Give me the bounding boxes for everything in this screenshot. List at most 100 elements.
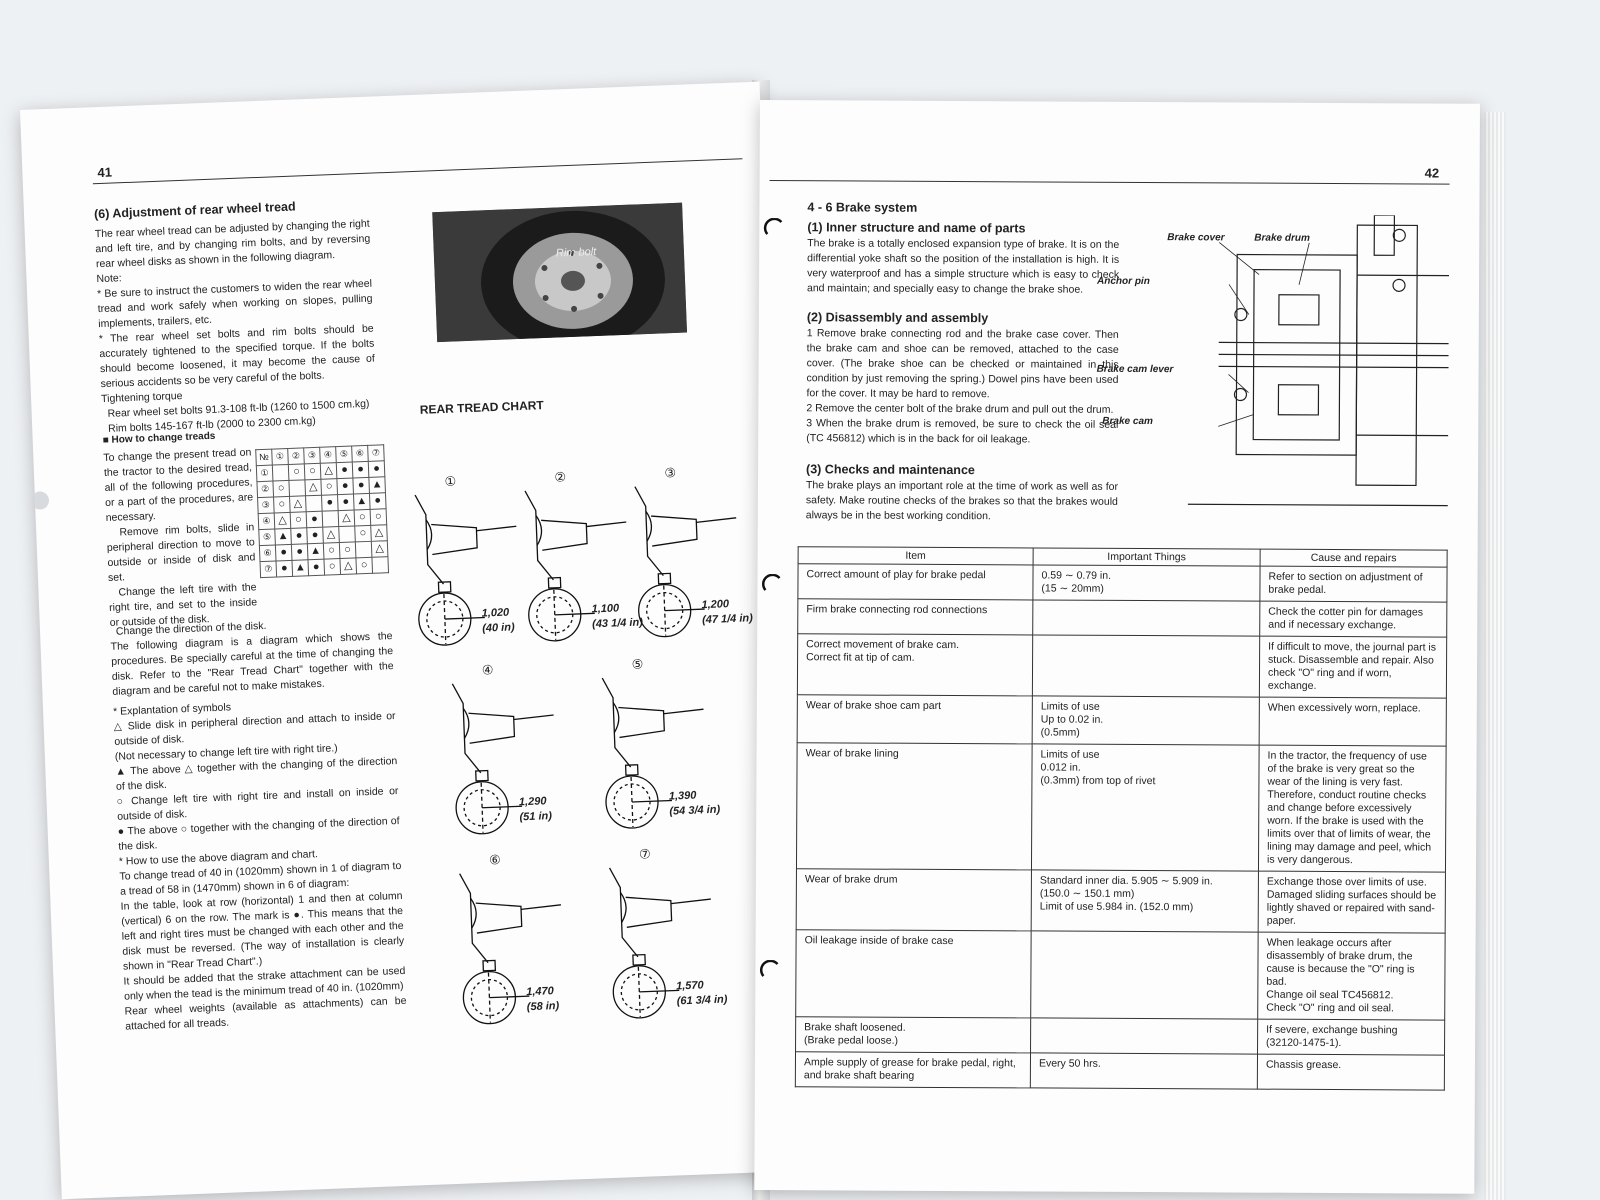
grid-cell: ○ xyxy=(273,496,291,514)
grid-cell: ● xyxy=(336,462,353,479)
grid-column-header: ① xyxy=(271,448,289,466)
subsection-title-2: (2) Disassembly and assembly xyxy=(806,310,989,326)
cell-item: Firm brake connecting rod connections xyxy=(797,598,1033,635)
cell-cause: When excessively worn, replace. xyxy=(1259,697,1447,747)
grid-cell: ● xyxy=(291,543,308,561)
how-to-text: To change the present tread on the tract… xyxy=(103,446,258,629)
grid-cell: ▲ xyxy=(274,528,292,546)
tread-dimension: 1,290(51 in) xyxy=(519,794,553,825)
grid-cell: △ xyxy=(339,557,357,575)
header-rule xyxy=(769,180,1450,185)
cell-cause: Exchange those over limits of use. Damag… xyxy=(1258,871,1446,934)
tread-number: ⑦ xyxy=(638,846,651,862)
grid-cell: ○ xyxy=(288,463,305,481)
cell-important xyxy=(1032,599,1260,637)
tread-mm: 1,290 xyxy=(518,795,547,809)
page-number-left: 41 xyxy=(97,164,113,181)
tread-diagram: ⑦ 1,570(61 3/4 in) xyxy=(599,844,728,1028)
grid-cell: ● xyxy=(321,494,339,512)
table-header-important: Important Things xyxy=(1033,547,1261,567)
table-header-cause: Cause and repairs xyxy=(1260,549,1448,568)
tread-inch: (47 1/4 in) xyxy=(701,612,754,627)
grid-cell: ● xyxy=(337,493,355,511)
cell-item: Oil leakage inside of brake case xyxy=(795,929,1032,1018)
grid-cell xyxy=(322,510,339,528)
tread-number: ④ xyxy=(481,662,494,678)
cell-cause: Refer to section on adjustment of brake … xyxy=(1259,566,1448,603)
grid-row-header: ① xyxy=(256,465,273,482)
cell-important xyxy=(1032,634,1260,698)
tread-dimension: 1,570(61 3/4 in) xyxy=(676,978,728,1010)
grid-cell: ▲ xyxy=(307,543,324,560)
cell-item: Ample supply of grease for brake pedal, … xyxy=(795,1051,1031,1088)
grid-column-header: ⑥ xyxy=(351,445,369,463)
header-rule xyxy=(92,158,743,185)
label-anchor-pin: Anchor pin xyxy=(1097,275,1150,288)
grid-cell xyxy=(371,556,389,574)
tread-number: ⑤ xyxy=(631,656,644,672)
grid-cell: ○ xyxy=(320,478,338,496)
tread-number: ② xyxy=(554,469,567,485)
grid-column-header: ⑦ xyxy=(367,444,385,462)
checks-text: The brake plays an important role at the… xyxy=(805,479,1119,523)
tread-dimension: 1,200(47 1/4 in) xyxy=(701,596,753,628)
grid-row-header: ⑥ xyxy=(259,545,277,562)
cell-important: 0.59 ∼ 0.79 in.(15 ∼ 20mm) xyxy=(1032,564,1261,602)
tread-number: ③ xyxy=(664,465,677,481)
grid-cell: ○ xyxy=(355,557,373,574)
rear-wheel-photo: Rim bolt xyxy=(432,202,688,343)
tread-mm: 1,470 xyxy=(526,985,554,999)
disassembly-text: 1 Remove brake connecting rod and the br… xyxy=(806,327,1119,446)
cell-important xyxy=(1030,1017,1258,1055)
cell-item: Correct amount of play for brake pedal xyxy=(797,563,1034,600)
table-row: Firm brake connecting rod connections Che… xyxy=(797,598,1447,638)
cell-item: Wear of brake shoe cam part xyxy=(797,694,1033,744)
binder-ring xyxy=(760,960,779,977)
table-row: Brake shaft loosened.(Brake pedal loose.… xyxy=(795,1016,1445,1056)
grid-cell: ● xyxy=(352,477,370,494)
photo-label: Rim bolt xyxy=(555,245,597,260)
tread-diagram: ④ 1,290(51 in) xyxy=(442,660,569,844)
grid-cell: ○ xyxy=(272,480,290,498)
label-brake-drum: Brake drum xyxy=(1254,232,1310,244)
grid-cell: ○ xyxy=(323,542,340,560)
grid-cell: ▲ xyxy=(368,476,386,494)
label-brake-cover: Brake cover xyxy=(1167,232,1225,244)
tread-diagram: ⑤ 1,390(54 3/4 in) xyxy=(591,654,721,838)
grid-row-header: ② xyxy=(256,481,274,498)
cell-item: Wear of brake lining xyxy=(796,742,1033,870)
structure-text: The brake is a totally enclosed expansio… xyxy=(806,237,1120,296)
grid-cell: ● xyxy=(275,544,292,562)
label-brake-cam: Brake cam xyxy=(1102,415,1153,428)
grid-cell: △ xyxy=(371,540,388,558)
tread-diagram: ③ 1,200(47 1/4 in) xyxy=(624,462,753,646)
tread-mm: 1,020 xyxy=(481,606,510,620)
grid-cell: ○ xyxy=(290,511,307,529)
cell-cause: If difficult to move, the journal part i… xyxy=(1259,636,1447,699)
table-row: Ample supply of grease for brake pedal, … xyxy=(795,1051,1445,1091)
cell-cause: Check the cotter pin for damages and if … xyxy=(1259,601,1447,638)
brake-structure-diagram: Brake cover Brake drum Anchor pin Brake … xyxy=(1097,214,1450,516)
grid-row-header: ③ xyxy=(257,497,275,514)
tread-dimension: 1,390(54 3/4 in) xyxy=(669,788,721,820)
grid-cell: △ xyxy=(370,524,388,542)
subsection-title-3: (3) Checks and maintenance xyxy=(806,462,975,478)
grid-row-header: ⑤ xyxy=(258,529,276,546)
grid-cell: ○ xyxy=(304,463,321,480)
binder-ring xyxy=(763,218,783,235)
grid-cell: ▲ xyxy=(353,493,371,510)
tread-inch: (58 in) xyxy=(526,999,560,1014)
tread-inch: (54 3/4 in) xyxy=(669,803,721,818)
cell-important xyxy=(1030,930,1259,1020)
axle-wheel-drawing xyxy=(608,867,711,1019)
